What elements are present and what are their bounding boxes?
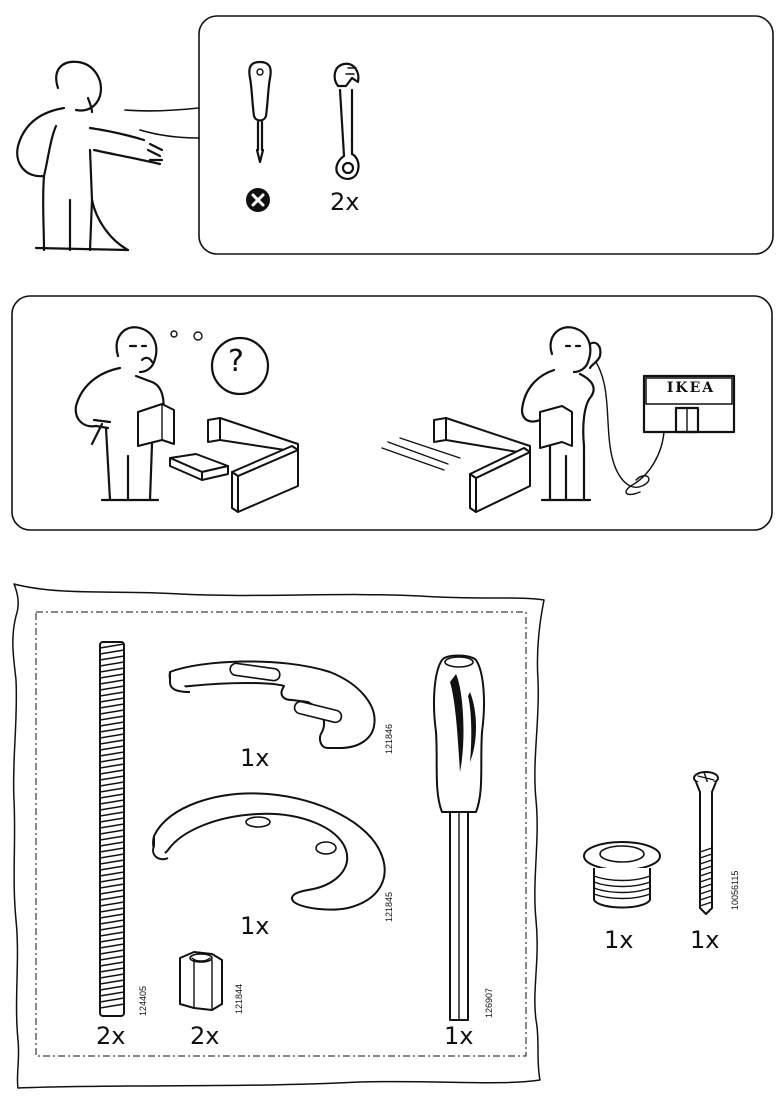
ikea-man-pointing-icon (16, 60, 164, 252)
horseshoe-bracket-icon (168, 660, 376, 749)
thought-bubbles-icon (170, 330, 270, 396)
hex-key-tool-code: 126907 (484, 987, 494, 1018)
unassembled-parts-right-icon (381, 417, 531, 513)
nut-qty: 2x (190, 1022, 220, 1050)
adjustable-wrench-icon (333, 62, 360, 180)
threaded-rod-icon (99, 641, 125, 1017)
unassembled-parts-left-icon (169, 417, 299, 513)
phillips-screwdriver-icon (248, 60, 272, 164)
phillips-head-symbol-icon (246, 188, 270, 212)
threaded-rod-code: 124405 (138, 985, 148, 1016)
horseshoe-bracket-code: 121846 (384, 723, 394, 754)
help-panel-frame (11, 295, 773, 531)
long-screw-code: 10056115 (730, 870, 740, 910)
threaded-rod-qty: 2x (96, 1022, 126, 1050)
horseshoe-bracket-qty: 1x (240, 744, 270, 772)
tools-quantity: 2x (330, 188, 360, 216)
hex-key-tool-qty: 1x (444, 1022, 474, 1050)
tools-speech-bubble (124, 15, 774, 255)
flange-bushing-qty: 1x (604, 926, 634, 954)
man-on-phone-icon (520, 326, 650, 502)
nut-code: 121844 (234, 983, 244, 1014)
question-mark: ? (228, 344, 244, 379)
crescent-washer-code: 121845 (384, 891, 394, 922)
crescent-washer-qty: 1x (240, 912, 270, 940)
hex-nut-icon (179, 951, 223, 1011)
flange-bushing-icon (583, 841, 661, 909)
crescent-washer-icon (152, 792, 386, 911)
long-screw-qty: 1x (690, 926, 720, 954)
hex-key-tool-icon (433, 654, 485, 1021)
confused-man-icon (74, 326, 175, 502)
ikea-store-sign: IKEA (666, 380, 716, 396)
ikea-store-icon (625, 374, 736, 496)
long-screw-icon (693, 771, 719, 915)
